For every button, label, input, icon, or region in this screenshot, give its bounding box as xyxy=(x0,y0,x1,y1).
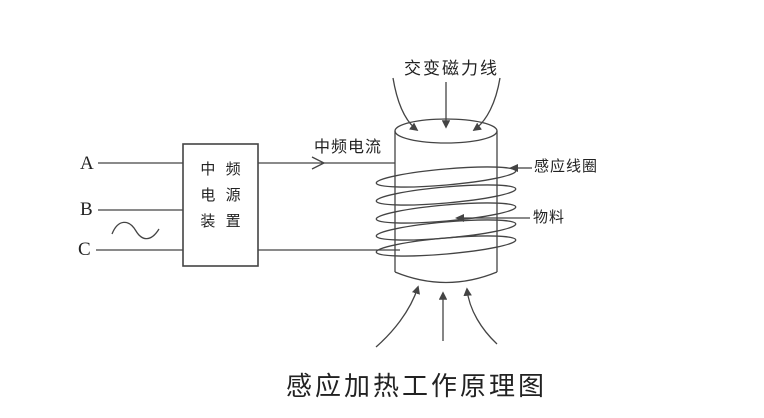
phase-c-label: C xyxy=(78,239,91,260)
power-box-row: 中 频 xyxy=(200,161,241,178)
flux-lines-bottom xyxy=(375,285,498,348)
current-label: 中频电流 xyxy=(314,139,383,156)
coil-pointer-arrow-icon xyxy=(509,164,518,172)
flux-label: 交变磁力线 xyxy=(404,59,499,78)
phase-a-label: A xyxy=(80,153,94,174)
power-box-row: 电 源 xyxy=(200,187,241,204)
phase-input-lines xyxy=(96,162,183,251)
induction-coil xyxy=(375,166,517,257)
power-box-text: 中 频 电 源 装 置 xyxy=(183,144,258,266)
power-box-outline xyxy=(182,143,259,267)
flux-arrow-bottom-left xyxy=(375,285,420,348)
phase-b-label: B xyxy=(80,199,93,220)
coil-turn xyxy=(375,202,517,224)
output-wires xyxy=(258,156,400,251)
cylinder xyxy=(394,118,498,284)
material-label: 物料 xyxy=(533,209,566,226)
current-arrow-icon xyxy=(311,156,326,170)
cylinder-bottom-arc xyxy=(394,271,498,284)
power-box-row: 装 置 xyxy=(200,213,241,230)
flux-arrow-bottom-right xyxy=(463,287,498,345)
coil-label: 感应线圈 xyxy=(534,158,599,175)
flux-arrow-top-right xyxy=(472,77,501,131)
callout-pointers xyxy=(455,164,532,222)
flux-lines-top xyxy=(392,77,501,132)
material-pointer-arrow-icon xyxy=(455,214,464,222)
coil-turn xyxy=(375,184,517,206)
coil-turn xyxy=(375,235,517,257)
diagram-title: 感应加热工作原理图 xyxy=(286,372,548,401)
sine-wave-icon xyxy=(111,221,160,240)
flux-arrow-top-left xyxy=(392,77,419,132)
coil-turn xyxy=(375,219,517,241)
